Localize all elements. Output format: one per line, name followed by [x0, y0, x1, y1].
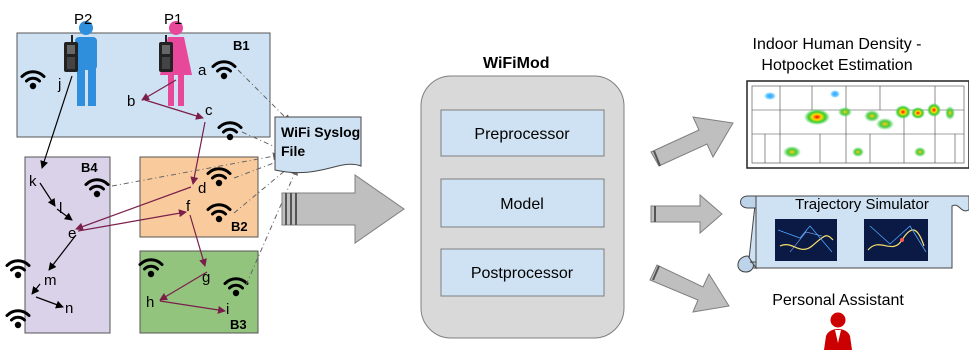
building-b2-label: B2 — [231, 219, 248, 234]
point-label: j — [57, 76, 61, 93]
preprocessor-box — [440, 109, 605, 157]
phone-icon — [159, 35, 173, 72]
syslog-file-label-line1: WiFi Syslog — [281, 124, 360, 140]
syslog-file-shape — [274, 116, 362, 174]
wifimod-title: WiFiMod — [483, 55, 550, 72]
point-label: k — [29, 173, 37, 190]
point-label: e — [68, 225, 76, 242]
point-label: a — [198, 62, 207, 79]
assistant-title: Personal Assistant — [772, 292, 904, 309]
postprocessor-box — [440, 248, 605, 297]
point-label: f — [186, 198, 191, 215]
trajectory-thumbnail — [775, 219, 837, 261]
output-arrow-assistant — [649, 264, 730, 313]
density-title-line2: Hotpocket Estimation — [761, 57, 912, 74]
person-p2-icon — [75, 21, 97, 106]
output-arrow-trajectory — [650, 193, 723, 235]
output-arrow-density — [650, 116, 734, 167]
trajectory-thumbnail — [864, 219, 928, 261]
input-arrow-stripes — [285, 193, 297, 225]
input-arrow — [281, 174, 405, 244]
point-label: m — [44, 272, 57, 289]
point-label: i — [226, 301, 229, 318]
point-label: c — [205, 102, 213, 119]
postprocessor-label: Postprocessor — [471, 265, 574, 282]
person-p2-label: P2 — [74, 11, 92, 28]
density-title-line1: Indoor Human Density - — [753, 36, 922, 53]
point-label: d — [198, 180, 206, 197]
building-b3-label: B3 — [230, 317, 247, 332]
point-label: h — [146, 294, 154, 311]
preprocessor-label: Preprocessor — [474, 126, 570, 143]
person-p1-label: P1 — [164, 11, 182, 28]
person-icon — [824, 312, 852, 350]
trajectory-p1 — [75, 79, 226, 314]
point-labels: a b c d e f g h i j k l m n — [29, 62, 229, 318]
point-label: n — [65, 300, 73, 317]
phone-icon — [64, 35, 78, 72]
trajectory-p2 — [31, 75, 77, 309]
building-b1 — [16, 32, 271, 138]
density-floorplan-image — [746, 80, 969, 169]
trajectory-title: Trajectory Simulator — [795, 196, 929, 213]
model-label: Model — [500, 196, 544, 213]
point-label: g — [202, 269, 210, 286]
point-label: b — [127, 93, 135, 110]
point-label: l — [59, 200, 62, 217]
building-b4-label: B4 — [81, 160, 98, 175]
syslog-file-label-line2: File — [281, 143, 305, 159]
building-b1-label: B1 — [233, 38, 250, 53]
model-box — [440, 178, 605, 228]
